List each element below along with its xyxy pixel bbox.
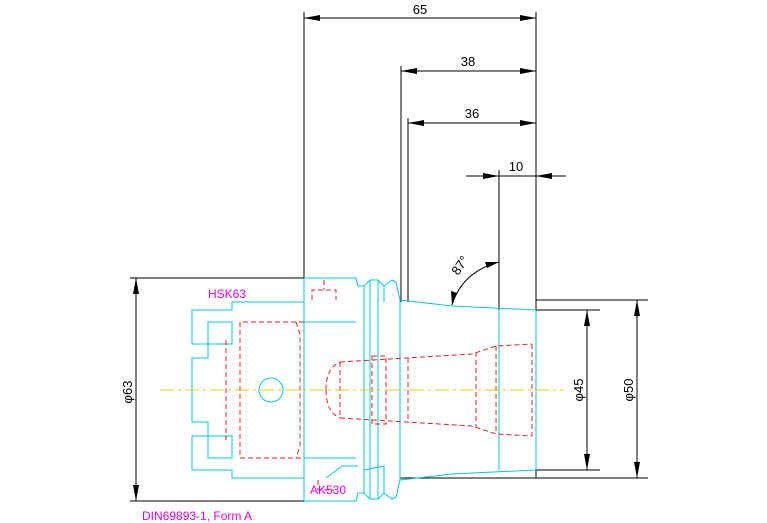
dimension-65: 65 (304, 2, 536, 21)
dimension-10: 10 (466, 159, 566, 179)
dimension-10-label: 10 (509, 159, 523, 174)
dimension-36-label: 36 (465, 106, 479, 121)
dimension-65-label: 65 (413, 2, 427, 17)
angle-label: 87° (448, 253, 472, 278)
interface-label: HSK63 (208, 287, 246, 301)
dimension-38-label: 38 (461, 54, 475, 69)
dimension-angle-87: 87° (448, 253, 500, 306)
dia-45-label: φ45 (571, 379, 586, 402)
dimension-dia-50: φ50 (621, 300, 640, 478)
hidden-lines (225, 280, 533, 491)
dimension-36: 36 (408, 106, 536, 126)
dimension-dia-63: φ63 (120, 278, 139, 501)
collet-label: AK530 (310, 483, 346, 497)
dimension-38: 38 (401, 54, 536, 74)
dia-50-label: φ50 (621, 379, 636, 402)
standard-label: DIN69893-1, Form A (142, 509, 252, 523)
dimension-dia-45: φ45 (571, 310, 590, 470)
dia-63-label: φ63 (120, 381, 135, 404)
